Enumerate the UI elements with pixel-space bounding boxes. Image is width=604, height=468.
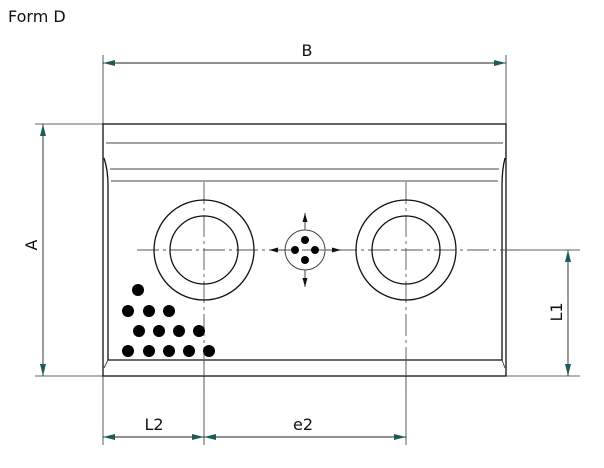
- dimension-label-L1: L1: [547, 302, 566, 321]
- dimension-label-L2: L2: [144, 415, 163, 434]
- dimension-e2: e2: [204, 415, 406, 440]
- housing-body: [102, 123, 507, 377]
- dimension-label-A: A: [22, 239, 41, 250]
- dimension-label-B: B: [302, 41, 313, 60]
- cable-gland-right: [355, 199, 457, 301]
- connector-symbol: [269, 213, 341, 287]
- dot-pattern: [122, 284, 215, 357]
- center-lines: [137, 182, 520, 390]
- dimension-A: A: [22, 124, 46, 376]
- dimension-B: B: [103, 41, 506, 66]
- dimension-L2: L2: [103, 415, 204, 440]
- form-title: Form D: [8, 7, 66, 26]
- cable-gland-left: [153, 199, 255, 301]
- dimension-L1: L1: [547, 250, 571, 376]
- dimension-label-e2: e2: [293, 415, 313, 434]
